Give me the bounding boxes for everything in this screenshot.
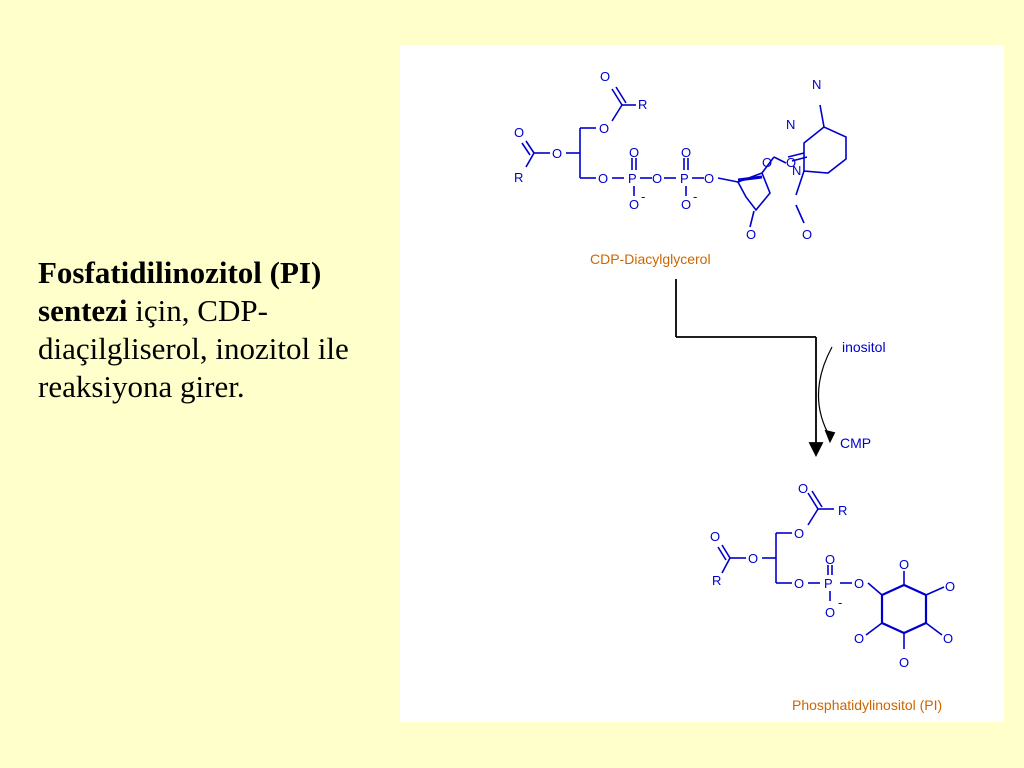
negative-charge: - — [693, 189, 697, 204]
atom-r: R — [638, 97, 647, 112]
atom-o: O — [681, 145, 691, 160]
atom-o: O — [514, 125, 524, 140]
atom-r: R — [838, 503, 847, 518]
atom-n: N — [792, 163, 801, 178]
atom-o: O — [899, 655, 909, 670]
atom-o: O — [943, 631, 953, 646]
negative-charge: - — [641, 189, 645, 204]
atom-o: O — [854, 631, 864, 646]
atom-o: O — [794, 576, 804, 591]
atom-o: O — [798, 481, 808, 496]
reagent-out-label: CMP — [840, 435, 872, 451]
cdp-diacylglycerol-structure — [521, 86, 847, 228]
atom-o: O — [552, 146, 562, 161]
atom-o: O — [652, 171, 662, 186]
reactant-label: CDP-Diacylglycerol — [590, 251, 711, 267]
reaction-arrow — [675, 279, 836, 458]
reagent-in-label: inositol — [842, 339, 886, 355]
atom-o: O — [704, 171, 714, 186]
atom-o: O — [600, 69, 610, 84]
atom-o: O — [598, 171, 608, 186]
atom-o: O — [629, 145, 639, 160]
reaction-figure: O R O O O R O O P O O - O P O - O O O O … — [400, 45, 1004, 722]
atom-p: P — [680, 171, 689, 186]
atom-o: O — [945, 579, 955, 594]
atom-o: O — [599, 121, 609, 136]
atom-o: O — [899, 557, 909, 572]
product-label: Phosphatidylinositol (PI) — [792, 697, 943, 713]
atom-o: O — [710, 529, 720, 544]
atom-o: O — [629, 197, 639, 212]
atom-o: O — [854, 576, 864, 591]
atom-o: O — [794, 526, 804, 541]
negative-charge: - — [838, 595, 842, 610]
atom-p: P — [824, 576, 833, 591]
atom-o: O — [762, 155, 772, 170]
atom-r: R — [514, 170, 523, 185]
slide-text-rest: için, CDP-diaçilgliserol, inozitol ile r… — [38, 293, 349, 404]
atom-o: O — [786, 155, 796, 170]
atom-o: O — [802, 227, 812, 242]
atom-p: P — [628, 171, 637, 186]
atom-r: R — [712, 573, 721, 588]
slide-text-bold: Fosfatidilinozitol (PI) sentezi — [38, 255, 322, 328]
slide-text: Fosfatidilinozitol (PI) sentezi için, CD… — [38, 254, 378, 406]
atom-n: N — [812, 77, 821, 92]
phosphatidylinositol-structure — [717, 490, 945, 649]
atom-n: N — [786, 117, 795, 132]
atom-o: O — [825, 605, 835, 620]
atom-o: O — [748, 551, 758, 566]
atom-o: O — [746, 227, 756, 242]
phosphatidylinositol-atoms: O R O O O R O O P O - O O O O O O — [710, 481, 955, 670]
atom-o: O — [681, 197, 691, 212]
reaction-diagram: O R O O O R O O P O O - O P O - O O O O … — [514, 69, 955, 670]
atom-o: O — [825, 552, 835, 567]
cdp-diacylglycerol-atoms: O R O O O R O O P O O - O P O - O O O O … — [514, 69, 821, 242]
